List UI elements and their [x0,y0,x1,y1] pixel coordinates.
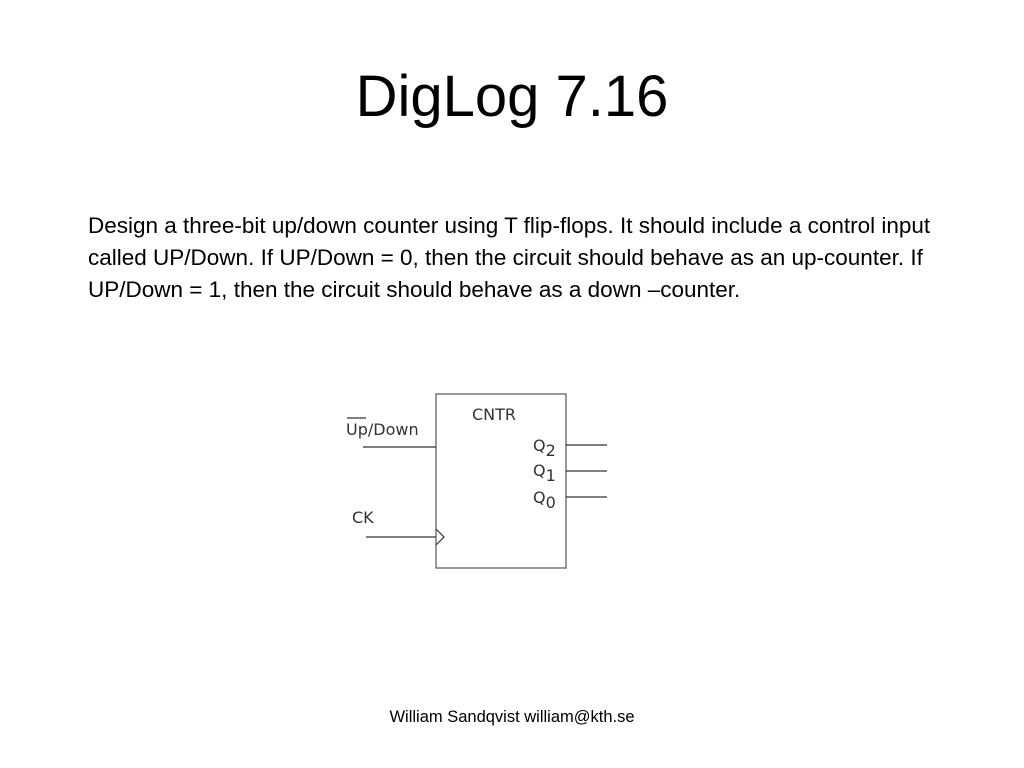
counter-block-diagram: CNTR Up/Down CK Q2 Q1 Q0 [346,393,607,569]
slide-title: DigLog 7.16 [355,64,669,129]
output-label-q1: Q1 [533,461,556,485]
footer-credit: William Sandqvist william@kth.se [389,708,635,726]
output-label-q2: Q2 [533,436,556,460]
problem-statement: Design a three-bit up/down counter using… [88,213,931,302]
counter-block-label: CNTR [472,405,516,424]
clock-triangle [435,528,445,546]
counter-block [435,393,567,569]
input-label-updown: Up/Down [346,420,419,439]
input-label-clock: CK [352,508,374,527]
output-label-q0: Q0 [533,488,556,512]
